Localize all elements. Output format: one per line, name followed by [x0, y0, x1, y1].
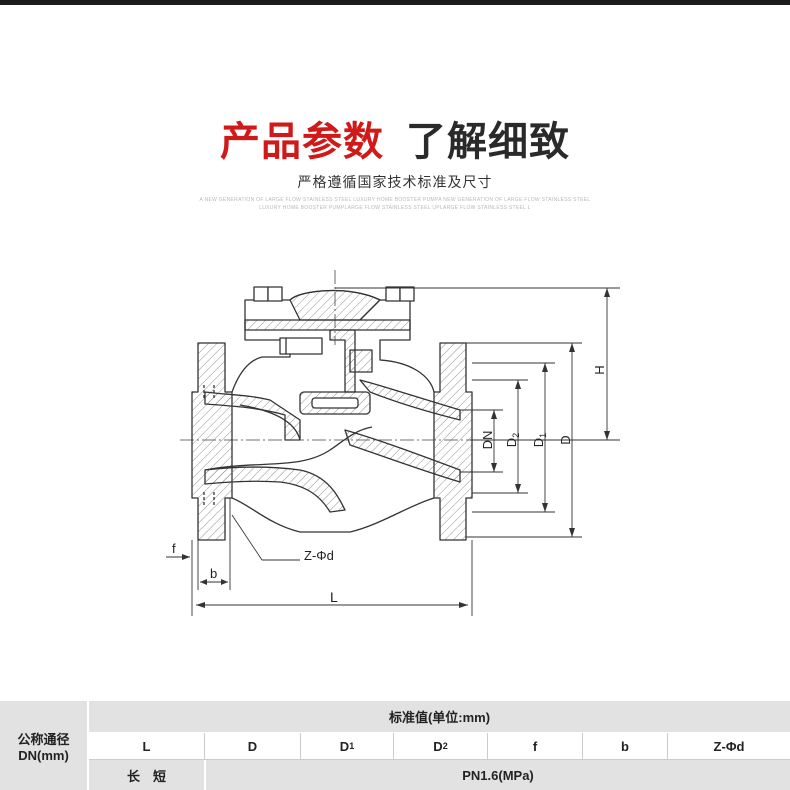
- col-header-Z-phi-d: Z-Φd: [713, 738, 745, 754]
- label-D2: D2: [504, 433, 521, 447]
- label-H: H: [592, 365, 607, 374]
- label-f: f: [172, 541, 176, 556]
- label-D: D: [558, 435, 573, 444]
- pressure-cell: PN1.6(MPa): [206, 760, 790, 790]
- fine-print-line-2: LUXURY HOME BOOSTER PUMPLARGE FLOW STAIN…: [259, 205, 531, 211]
- page-subtitle: 严格遵循国家技术标准及尺寸: [297, 175, 493, 191]
- top-dark-bar: [0, 0, 790, 5]
- col-header-D: D: [205, 733, 301, 759]
- label-DN: DN: [480, 431, 495, 450]
- dimension-arrows: [182, 288, 610, 608]
- col-header-b: b: [583, 733, 668, 759]
- title-red-part: 产品参数: [220, 119, 384, 165]
- standard-value-header: 标准值(单位:mm): [89, 701, 790, 732]
- row-divider: [89, 759, 790, 760]
- label-b: b: [210, 566, 217, 581]
- dimension-lines: [166, 287, 620, 616]
- fine-print-line-1: A NEW GENERATION OF LARGE FLOW STAINLESS…: [199, 197, 591, 203]
- length-short-cell: 长 短: [89, 760, 205, 790]
- title-dark-part: 了解细致: [406, 119, 570, 165]
- valve-section-drawing: H D D1 D2 DN f b Z-Φd L: [166, 270, 620, 616]
- label-L: L: [330, 589, 338, 605]
- label-D1: D1: [531, 433, 548, 447]
- center-lines: [180, 270, 480, 441]
- label-Z-phi-d: Z-Φd: [304, 548, 334, 563]
- dimension-labels: H D D1 D2 DN f b Z-Φd L: [172, 365, 607, 605]
- nominal-line-1: 公称通径: [17, 731, 70, 747]
- col-header-f: f: [488, 733, 583, 759]
- page-title: 产品参数了解细致: [0, 112, 790, 172]
- nominal-line-2: DN(mm): [18, 747, 69, 763]
- valve-body: [191, 286, 473, 541]
- col-header-L: L: [89, 733, 205, 759]
- nominal-diameter-cell: 公称通径 DN(mm): [0, 701, 88, 790]
